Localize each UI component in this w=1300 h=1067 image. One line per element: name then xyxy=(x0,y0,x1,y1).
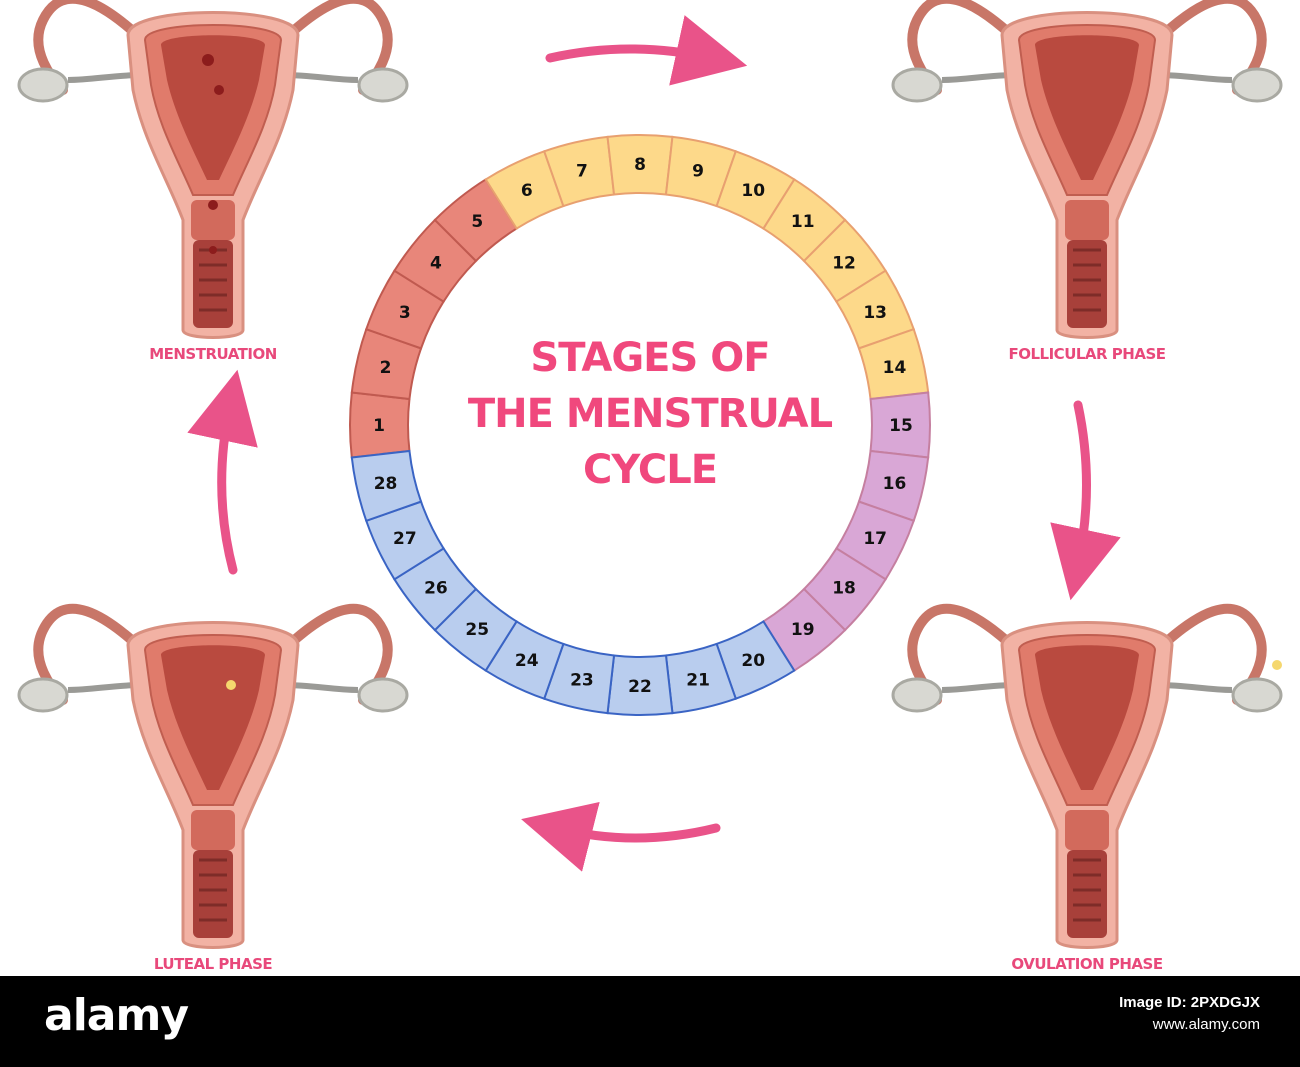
label-follicular: FOLLICULAR PHASE xyxy=(1008,345,1166,363)
arrow-bottom xyxy=(521,801,721,872)
day-label-5: 5 xyxy=(471,212,483,232)
watermark-footer: alamy Image ID: 2PXDGJX www.alamy.com xyxy=(0,976,1300,1067)
day-label-25: 25 xyxy=(465,620,489,640)
label-menstruation: MENSTRUATION xyxy=(149,345,277,363)
day-label-14: 14 xyxy=(883,358,907,378)
uterus-ovulation-illustration xyxy=(893,609,1282,948)
arrow-right xyxy=(1050,400,1121,601)
day-label-7: 7 xyxy=(576,162,588,182)
day-label-1: 1 xyxy=(373,416,385,436)
day-label-20: 20 xyxy=(741,651,765,671)
alamy-logo: alamy xyxy=(44,990,189,1041)
day-label-24: 24 xyxy=(515,651,539,671)
arrow-left xyxy=(187,369,258,575)
title-line-1: STAGES OF xyxy=(530,335,770,381)
day-label-12: 12 xyxy=(832,253,856,273)
day-label-18: 18 xyxy=(832,579,856,599)
uterus-luteal-illustration xyxy=(19,609,407,948)
day-label-21: 21 xyxy=(686,670,710,690)
day-label-17: 17 xyxy=(863,529,887,549)
day-label-9: 9 xyxy=(692,162,704,182)
image-id: Image ID: 2PXDGJX xyxy=(1119,994,1260,1011)
day-label-26: 26 xyxy=(424,579,448,599)
uterus-menstruation-illustration xyxy=(19,0,407,338)
day-label-16: 16 xyxy=(883,474,907,494)
day-label-23: 23 xyxy=(570,670,594,690)
title-line-3: CYCLE xyxy=(582,447,718,493)
label-ovulation: OVULATION PHASE xyxy=(1011,955,1163,973)
uterus-follicular-illustration xyxy=(893,0,1281,338)
day-label-4: 4 xyxy=(430,253,442,273)
day-label-22: 22 xyxy=(628,677,652,697)
title-line-2: THE MENSTRUAL xyxy=(467,391,833,437)
day-label-19: 19 xyxy=(791,620,815,640)
arrow-top xyxy=(545,15,748,86)
diagram-title: STAGES OF THE MENSTRUAL CYCLE xyxy=(420,330,880,498)
day-label-6: 6 xyxy=(521,181,533,201)
day-label-11: 11 xyxy=(791,212,815,232)
day-label-27: 27 xyxy=(393,529,417,549)
day-label-10: 10 xyxy=(741,181,765,201)
footer-info: Image ID: 2PXDGJX www.alamy.com xyxy=(1119,992,1260,1036)
day-label-2: 2 xyxy=(380,358,392,378)
site-url: www.alamy.com xyxy=(1152,1016,1260,1033)
day-label-15: 15 xyxy=(889,416,913,436)
day-label-3: 3 xyxy=(399,303,411,323)
day-segment-28 xyxy=(350,449,423,523)
day-label-8: 8 xyxy=(634,155,646,175)
label-luteal: LUTEAL PHASE xyxy=(153,955,273,973)
day-label-13: 13 xyxy=(863,303,887,323)
day-label-28: 28 xyxy=(374,474,398,494)
